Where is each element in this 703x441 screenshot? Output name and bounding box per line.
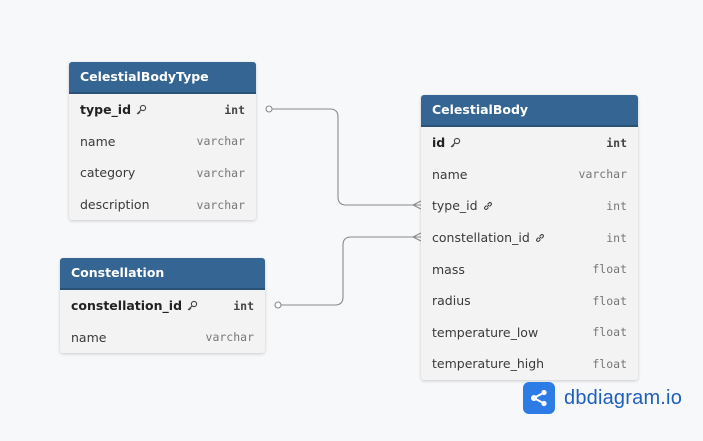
field-row[interactable]: mass float xyxy=(421,253,638,285)
field-name: radius xyxy=(432,293,471,309)
field-name: constellation_id xyxy=(432,230,530,246)
field-row[interactable]: type_id int xyxy=(69,94,256,126)
relation-type-id xyxy=(269,108,421,206)
field-type: varchar xyxy=(196,134,245,149)
field-row[interactable]: radius float xyxy=(421,285,638,317)
field-row[interactable]: name varchar xyxy=(60,322,265,354)
key-icon xyxy=(136,104,147,115)
field-row[interactable]: name varchar xyxy=(69,126,256,158)
field-row[interactable]: description varchar xyxy=(69,189,256,221)
field-type: int xyxy=(224,102,245,117)
relation-many-end xyxy=(411,200,422,210)
field-type: int xyxy=(606,198,627,213)
link-icon xyxy=(535,233,544,242)
field-name: name xyxy=(80,133,116,149)
brand-watermark: dbdiagram.io xyxy=(523,382,682,414)
field-type: float xyxy=(592,262,627,277)
table-header[interactable]: CelestialBodyType xyxy=(69,62,256,94)
field-name: temperature_low xyxy=(432,324,539,340)
field-name: type_id xyxy=(80,102,132,118)
relation-one-end xyxy=(274,301,282,309)
table-constellation[interactable]: Constellation constellation_id int name … xyxy=(60,258,265,354)
field-name: constellation_id xyxy=(71,298,183,314)
field-row[interactable]: constellation_id int xyxy=(421,222,638,254)
field-type: varchar xyxy=(196,165,245,180)
link-icon xyxy=(483,201,492,211)
field-type: varchar xyxy=(205,330,254,345)
field-type: varchar xyxy=(578,167,627,182)
table-header[interactable]: Constellation xyxy=(60,258,265,290)
relation-constellation-id xyxy=(278,236,421,306)
field-type: int xyxy=(233,298,254,313)
field-row[interactable]: temperature_high float xyxy=(421,348,638,380)
field-row[interactable]: type_id int xyxy=(421,190,638,222)
field-type: float xyxy=(592,325,627,340)
field-type: int xyxy=(606,230,627,245)
brand-name: dbdiagram.io xyxy=(564,386,683,409)
relation-one-end xyxy=(265,105,273,113)
field-row[interactable]: constellation_id int xyxy=(60,290,265,322)
field-name: description xyxy=(80,197,150,213)
field-type: float xyxy=(592,293,627,308)
relation-many-end xyxy=(411,232,422,242)
field-type: varchar xyxy=(196,197,245,212)
field-row[interactable]: id int xyxy=(421,127,638,159)
field-name: name xyxy=(432,166,468,182)
field-row[interactable]: name varchar xyxy=(421,159,638,191)
field-type: float xyxy=(592,356,627,371)
field-name: mass xyxy=(432,261,465,277)
field-name: category xyxy=(80,165,136,181)
table-celestial-body-type[interactable]: CelestialBodyType type_id int name varch… xyxy=(69,62,256,221)
dbdiagram-logo-icon xyxy=(523,382,555,414)
table-celestial-body[interactable]: CelestialBody id int name varchar type_i… xyxy=(421,95,638,380)
field-row[interactable]: temperature_low float xyxy=(421,317,638,349)
field-row[interactable]: category varchar xyxy=(69,157,256,189)
table-header[interactable]: CelestialBody xyxy=(421,95,638,127)
field-name: id xyxy=(432,135,446,151)
field-name: type_id xyxy=(432,198,478,214)
key-icon xyxy=(187,300,198,311)
field-name: temperature_high xyxy=(432,356,545,372)
field-name: name xyxy=(71,329,107,345)
field-type: int xyxy=(606,135,627,150)
key-icon xyxy=(450,137,461,148)
